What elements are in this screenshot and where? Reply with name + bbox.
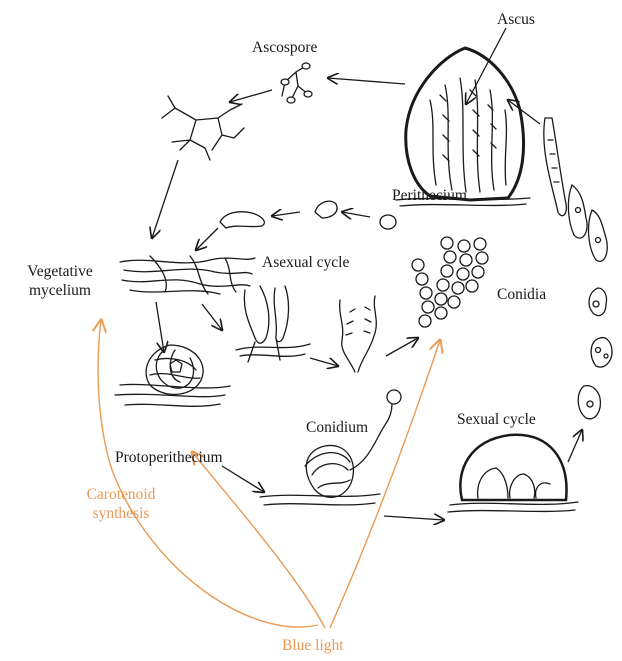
mycelium-drawing: [120, 256, 255, 294]
asexual-cycle-label: Asexual cycle: [262, 253, 349, 272]
vegetative-mycelium-line2: mycelium: [16, 281, 104, 300]
carotenoid-synthesis-label: Carotenoid synthesis: [66, 485, 176, 523]
blue-light-label: Blue light: [282, 636, 344, 655]
vegetative-mycelium-line1: Vegetative: [16, 262, 104, 281]
conidium-drawing: [260, 390, 401, 505]
sexual-cycle-label: Sexual cycle: [457, 410, 536, 429]
conidium-label: Conidium: [306, 418, 368, 437]
asexual-hyphae-drawing: [236, 286, 376, 372]
blue-light-arrows: [98, 320, 440, 628]
perithecium-label: Perithecium: [392, 186, 467, 205]
conidia-drawing: [412, 237, 488, 327]
germinating-spore-drawing: [162, 96, 244, 160]
ascus-label: Ascus: [497, 10, 535, 29]
conidia-label: Conidia: [497, 285, 546, 304]
protoperithecium-drawing: [115, 345, 230, 406]
ascospore-drawing: [281, 63, 312, 103]
ascus-development-drawing: [544, 118, 612, 419]
protoperithecium-label: Protoperithecium: [115, 448, 223, 467]
carotenoid-line1: Carotenoid: [66, 485, 176, 504]
ascospore-label: Ascospore: [252, 38, 317, 57]
vegetative-mycelium-label: Vegetative mycelium: [16, 262, 104, 300]
perithecium-drawing: [396, 48, 530, 206]
carotenoid-line2: synthesis: [66, 504, 176, 523]
conidia-small-drawing: [220, 201, 396, 229]
sexual-perithecium-drawing: [448, 435, 578, 512]
